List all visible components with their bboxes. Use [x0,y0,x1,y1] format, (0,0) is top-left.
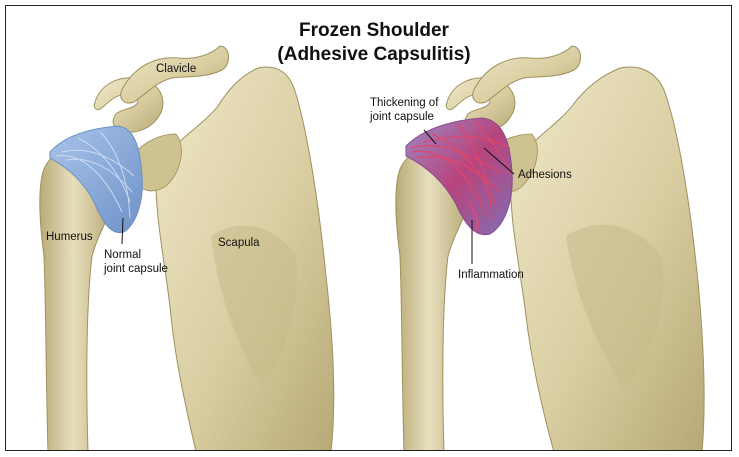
normal-capsule-label-line-2: joint capsule [103,263,168,275]
title-line-2: (Adhesive Capsulitis) [277,44,470,65]
thickening-label-line-2: joint capsule [369,111,434,123]
clavicle-label: Clavicle [156,63,196,75]
normal-shoulder-panel: Clavicle Humerus Scapula Normal joint ca… [40,46,334,451]
humerus-label: Humerus [46,231,93,243]
title-line-1: Frozen Shoulder [299,20,450,41]
frozen-shoulder-panel: Thickening of joint capsule Adhesions In… [369,46,704,451]
normal-capsule-label-line-1: Normal [104,249,141,261]
adhesions-label: Adhesions [518,169,572,181]
thickening-label-line-1: Thickening of [370,97,439,109]
figure-frame: Frozen Shoulder (Adhesive Capsulitis) Cl… [5,5,732,451]
frozen-shoulder-illustration: Frozen Shoulder (Adhesive Capsulitis) Cl… [6,6,732,451]
scapula-label: Scapula [218,237,260,249]
clavicle-bone-right [473,46,581,103]
inflammation-label: Inflammation [458,269,524,281]
